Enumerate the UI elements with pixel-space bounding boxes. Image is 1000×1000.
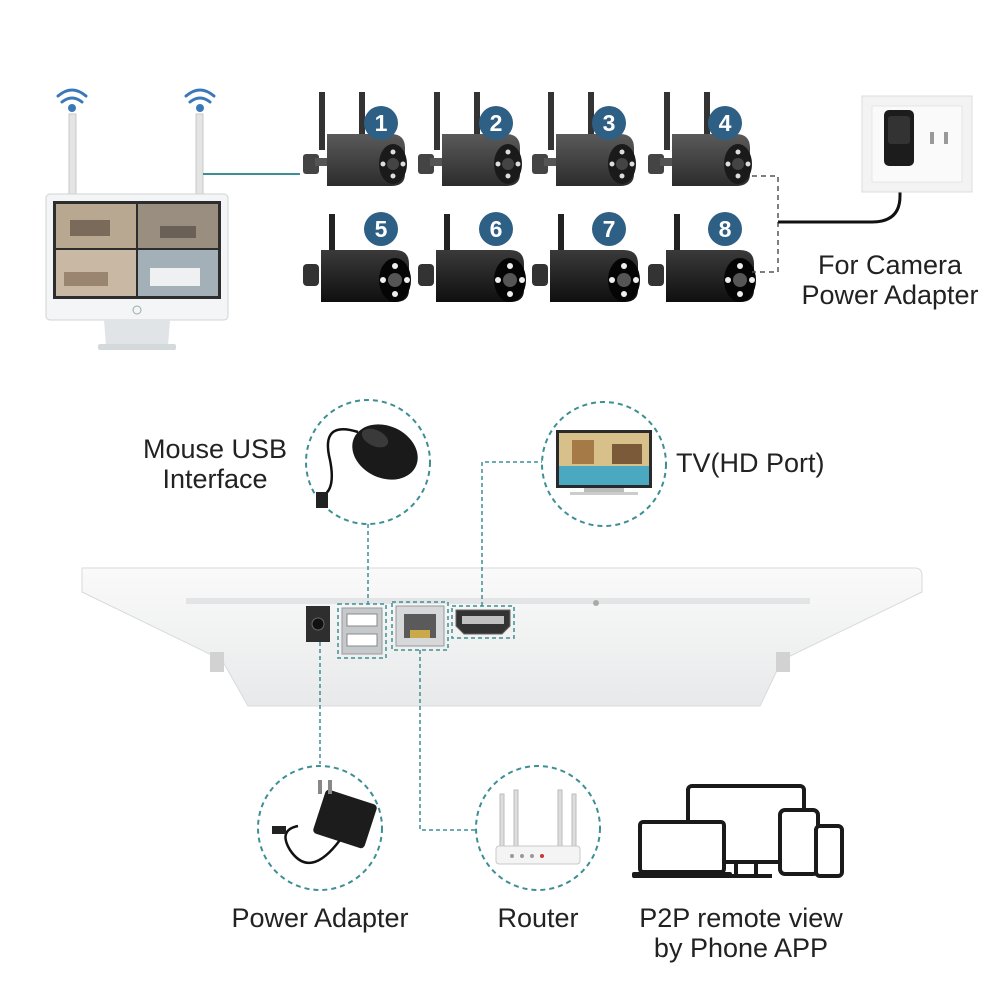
camera-icon [532,92,636,186]
mouse-label-line2: Interface [162,464,268,494]
tv-icon [541,401,667,527]
multi-device-icon [632,784,844,878]
nvr-back-panel [81,567,923,707]
camera-badge-3: 3 [592,106,626,140]
router-icon [475,765,601,891]
tv-label: TV(HD Port) [676,448,825,478]
power-adapter-label: Power Adapter [231,903,409,933]
camera-badge-5: 5 [364,212,398,246]
camera-badge-6: 6 [479,212,513,246]
camera-power-label-line2: Power Adapter [801,280,979,310]
camera-badge-2: 2 [479,106,513,140]
camera-power-label: For Camera Power Adapter [790,250,990,310]
power-adapter-icon [257,765,383,891]
wifi-icon [56,88,216,112]
mouse-label-line1: Mouse USB [142,434,288,464]
camera-power-label-line1: For Camera [817,250,963,280]
camera-badge-8: 8 [708,212,742,246]
connector-lines [319,461,542,831]
camera-icon [418,92,522,186]
router-label: Router [497,903,579,933]
wall-socket-icon [861,95,973,193]
p2p-label-line1: P2P remote view [639,903,843,933]
camera-icon [648,92,752,186]
camera-badge-4: 4 [708,106,742,140]
mouse-icon [305,399,431,525]
monitor-icon [45,88,229,350]
p2p-label: P2P remote view by Phone APP [616,903,866,963]
cameras-row-top [303,92,752,186]
camera-badge-1: 1 [364,106,398,140]
camera-badge-7: 7 [592,212,626,246]
p2p-label-line2: by Phone APP [653,933,829,963]
camera-icon [303,92,407,186]
port-highlights [337,601,515,659]
mouse-label: Mouse USB Interface [130,434,300,494]
camera-power-connector [752,175,779,273]
